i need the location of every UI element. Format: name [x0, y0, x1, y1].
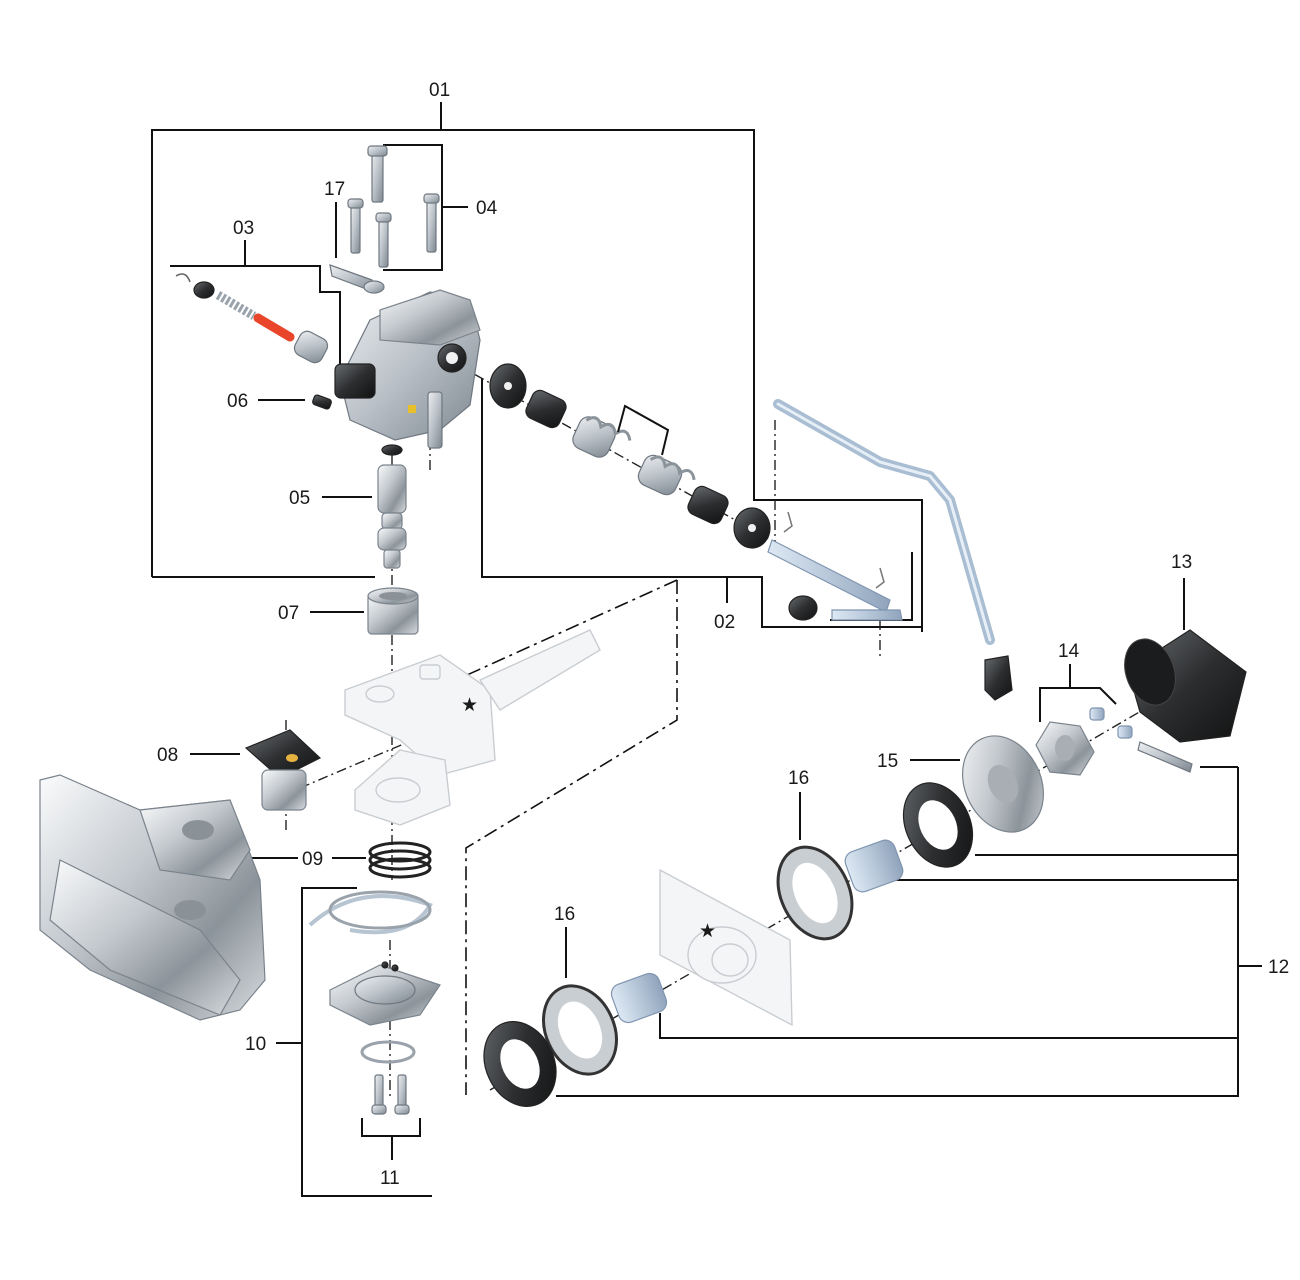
- callout-11: 11: [380, 1168, 400, 1189]
- screw-06: [312, 394, 332, 410]
- callout-03: 03: [233, 218, 254, 239]
- washer-16b: [776, 845, 854, 941]
- callout-04: 04: [476, 198, 498, 219]
- king-pin-05: [377, 444, 407, 569]
- callout-01: 01: [429, 80, 450, 101]
- cap-13: [1124, 629, 1247, 743]
- bolt-pair-11: [371, 1074, 410, 1115]
- washer-15: [961, 735, 1045, 833]
- spring-assembly-03: [175, 273, 329, 364]
- callout-12: 12: [1268, 957, 1289, 978]
- lever-rod: [773, 399, 1013, 701]
- bush-left: [610, 972, 668, 1024]
- bush-right: [844, 839, 904, 893]
- callout-10: 10: [245, 1034, 266, 1055]
- callout-08: 08: [157, 745, 178, 766]
- leader-lines: [151, 102, 1262, 1197]
- callout-09: 09: [302, 849, 323, 870]
- callout-05: 05: [289, 488, 310, 509]
- callout-16-left: 16: [554, 904, 575, 925]
- callout-15: 15: [877, 751, 898, 772]
- nut-set-14: [1035, 707, 1193, 776]
- mounting-plate: [659, 868, 793, 1027]
- bush-07: [367, 587, 419, 635]
- coupling-body: [39, 774, 266, 1021]
- handle-assembly-02: [489, 363, 903, 621]
- cover-assembly-10: [308, 890, 441, 1064]
- callout-02: 02: [714, 612, 735, 633]
- callout-07: 07: [278, 603, 299, 624]
- callout-14: 14: [1058, 641, 1080, 662]
- seal-ring-right: [902, 782, 974, 868]
- washer-16a: [542, 984, 618, 1076]
- seal-ring-left: [483, 1021, 557, 1107]
- callout-13: 13: [1171, 552, 1192, 573]
- star-marker-plate: ★: [699, 921, 716, 942]
- star-marker-bracket: ★: [461, 695, 478, 716]
- callout-06: 06: [227, 391, 248, 412]
- bolt-set-04: [347, 145, 440, 268]
- spring-ring-09: [368, 841, 432, 879]
- pin-17: [329, 264, 385, 294]
- drawbar-bracket: [344, 629, 601, 826]
- coupling-housing: [334, 289, 481, 449]
- callout-16-right: 16: [788, 768, 809, 789]
- callout-17: 17: [324, 179, 345, 200]
- wear-bush-08: [244, 729, 322, 811]
